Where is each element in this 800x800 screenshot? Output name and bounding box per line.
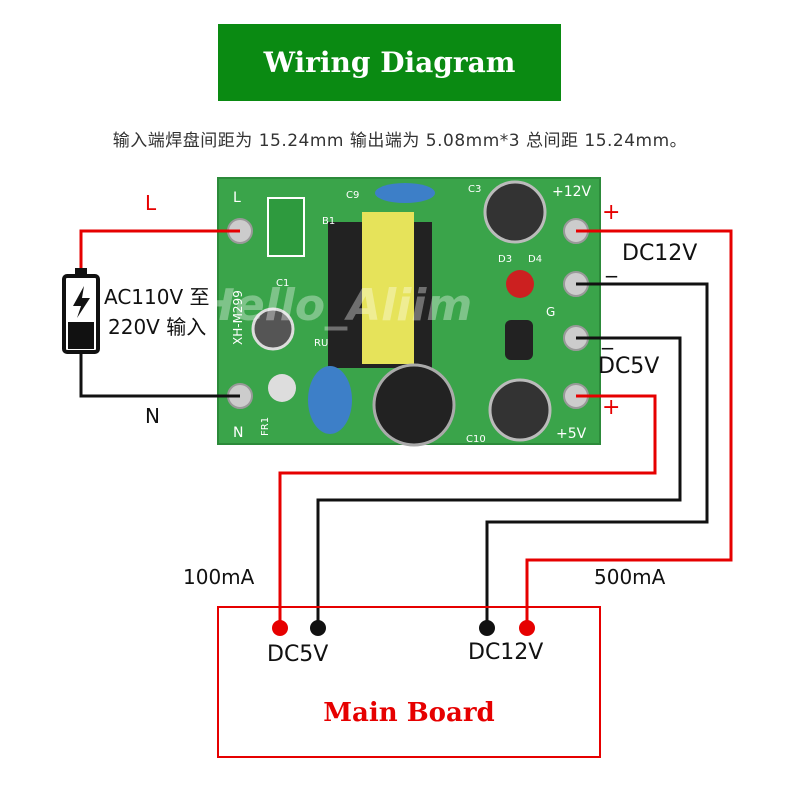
y-capacitor xyxy=(375,183,435,203)
label-minus-5: _ xyxy=(601,325,614,350)
silk-d4: D4 xyxy=(528,254,542,265)
main-board-box xyxy=(217,606,601,758)
silk-b1: B1 xyxy=(322,216,335,227)
title-banner: Wiring Diagram xyxy=(218,24,561,101)
silk-fr1: FR1 xyxy=(260,417,271,436)
wire-l xyxy=(79,229,240,275)
silk-model: XH-M299 xyxy=(231,290,245,345)
silk-l: L xyxy=(233,190,241,206)
spec-note: 输入端焊盘间距为 15.24mm 输出端为 5.08mm*3 总间距 15.24… xyxy=(112,131,688,151)
label-current-500: 500mA xyxy=(594,565,666,589)
silk-plus5: +5V xyxy=(556,426,587,442)
label-minus-12: _ xyxy=(605,253,618,278)
silk-c10: C10 xyxy=(466,434,486,445)
pcb-module: L N +12V +5V C9 C3 B1 C1 D3 D4 G C10 RU … xyxy=(217,177,601,447)
varistor xyxy=(308,366,352,434)
transformer-coil xyxy=(362,212,414,364)
led xyxy=(506,270,534,298)
regulator xyxy=(505,320,533,360)
capacitor-c3 xyxy=(483,180,547,244)
label-l: L xyxy=(145,191,157,215)
label-mb-dc12v: DC12V xyxy=(468,640,543,665)
main-board-label: Main Board xyxy=(323,698,495,728)
capacitor-c10 xyxy=(488,378,552,442)
wire-plus12 xyxy=(525,229,733,626)
wire-n xyxy=(79,350,240,398)
terminal-5v-plus xyxy=(272,620,288,636)
label-plus-5: + xyxy=(602,395,620,420)
diagram-title: Wiring Diagram xyxy=(263,46,516,79)
power-source-icon xyxy=(62,268,100,354)
silk-c3: C3 xyxy=(468,184,481,195)
terminal-5v-gnd xyxy=(310,620,326,636)
label-n: N xyxy=(145,404,160,428)
silk-ru: RU xyxy=(314,338,328,349)
silk-plus12: +12V xyxy=(552,184,592,200)
wire-gnd5 xyxy=(316,336,682,626)
silk-g: G xyxy=(546,305,555,319)
capacitor-c1 xyxy=(251,307,295,351)
label-plus-12: + xyxy=(602,200,620,225)
pcb-outline xyxy=(267,197,305,257)
terminal-12v-gnd xyxy=(479,620,495,636)
silk-n: N xyxy=(233,425,243,441)
label-dc5v-out: DC5V xyxy=(598,354,659,379)
capacitor-bulk xyxy=(372,363,456,447)
terminal-12v-plus xyxy=(519,620,535,636)
label-dc12v-out: DC12V xyxy=(622,241,697,266)
wire-gnd12 xyxy=(485,282,709,626)
silk-c1: C1 xyxy=(276,278,289,289)
watermark: Hello_Aliim xyxy=(198,280,472,331)
input-label-line1: AC110V 至 xyxy=(104,285,210,309)
wire-plus5 xyxy=(278,394,657,626)
silk-c9: C9 xyxy=(346,190,359,201)
label-mb-dc5v: DC5V xyxy=(267,642,328,667)
silk-d3: D3 xyxy=(498,254,512,265)
label-current-100: 100mA xyxy=(183,565,255,589)
input-label-line2: 220V 输入 xyxy=(108,315,206,339)
fuse-resistor xyxy=(268,374,296,402)
